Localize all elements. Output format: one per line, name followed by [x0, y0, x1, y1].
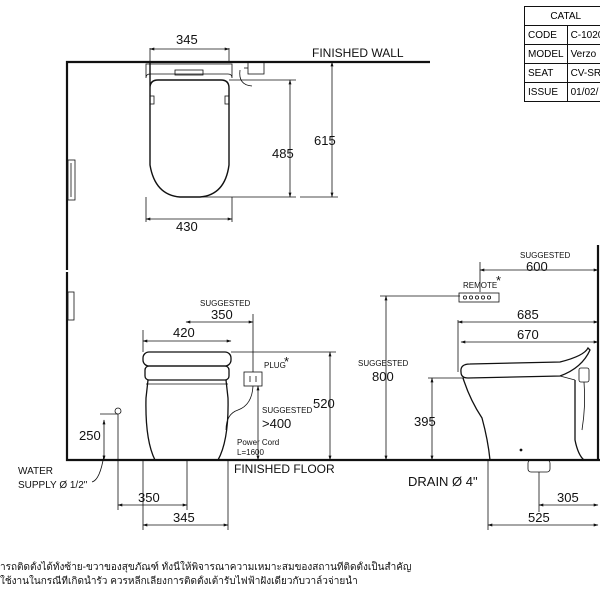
dim-670: 670: [517, 327, 539, 342]
dim-s800: 800: [372, 369, 394, 384]
title-value: Verzo: [566, 44, 600, 64]
seat-hinge: [174, 69, 204, 76]
title-key: SEAT: [524, 63, 568, 83]
title-key: CODE: [524, 25, 568, 45]
water-supply-label-1: WATER: [18, 466, 53, 477]
front-wall-line: [65, 272, 600, 462]
suggested-label-600: SUGGESTED: [520, 251, 570, 260]
water-supply-label-2: SUPPLY Ø 1/2": [18, 480, 88, 491]
dim-min400: >400: [262, 416, 291, 431]
side-valve: [578, 367, 590, 383]
toilet-side-outline: [460, 346, 591, 461]
water-supply-leader: [91, 454, 105, 483]
plug-icon: [225, 371, 263, 431]
water-valve-icon: [239, 61, 265, 87]
finished-wall-label: FINISHED WALL: [312, 46, 404, 60]
front-view: FINISHED FLOOR PLUG * Power Cord L=1600 …: [18, 272, 600, 530]
note-line: ารถติดตั้งได้ทั้งซ้าย-ขวาของสุขภัณฑ์ ทั้…: [0, 562, 412, 573]
toilet-top-outline: [149, 62, 230, 198]
toilet-front-outline: [142, 351, 232, 461]
title-key: ISSUE: [524, 82, 568, 102]
suggested-label-350: SUGGESTED: [200, 299, 250, 308]
side-view: REMOTE * SUGGESTED 600 685 670: [358, 245, 600, 530]
plug-asterisk: *: [284, 354, 289, 369]
power-cord-length: L=1600: [237, 448, 264, 457]
dim-b350: 350: [138, 490, 160, 505]
wall-handle-front-icon: [67, 291, 75, 321]
dim-s350: 350: [211, 307, 233, 322]
drain-label: DRAIN Ø 4": [408, 474, 478, 489]
dim-345-top: 345: [176, 32, 198, 47]
dim-525: 525: [528, 510, 550, 525]
remote-asterisk: *: [496, 273, 501, 288]
suggested-label-800: SUGGESTED: [358, 359, 408, 368]
dim-b345: 345: [173, 510, 195, 525]
dim-685: 685: [517, 307, 539, 322]
note-line: ใช้งานในกรณีที่เกิดน้ำรั่ว ควรหลีกเลี่ยง…: [0, 576, 358, 587]
title-block-heading: CATAL: [523, 6, 600, 26]
wall-handle-icon: [67, 159, 76, 201]
title-value: 01/02/: [566, 82, 600, 102]
side-button-left: [149, 95, 155, 105]
toilet-top-inner: [145, 63, 233, 79]
drain-icon: [527, 459, 551, 473]
dim-305: 305: [557, 490, 579, 505]
finished-floor-label: FINISHED FLOOR: [234, 462, 335, 476]
dim-520: 520: [313, 396, 335, 411]
dim-s600: 600: [526, 259, 548, 274]
side-button-right: [224, 95, 230, 105]
dim-430: 430: [176, 219, 198, 234]
plug-label: PLUG: [264, 361, 286, 370]
installation-notes: ารถติดตั้งได้ทั้งซ้าย-ขวาของสุขภัณฑ์ ทั้…: [0, 561, 600, 589]
top-view: FINISHED WALL 345 430 485: [65, 32, 430, 270]
title-value: CV-SR: [566, 63, 600, 83]
remote-icon: [458, 292, 500, 303]
dim-395: 395: [414, 414, 436, 429]
dim-485: 485: [272, 146, 294, 161]
dim-615: 615: [314, 133, 336, 148]
dim-420: 420: [173, 325, 195, 340]
dim-250: 250: [79, 428, 101, 443]
suggested-label-400: SUGGESTED: [262, 406, 312, 415]
finished-wall-line: [65, 60, 430, 270]
water-supply-icon: [114, 407, 122, 460]
title-value: C-1020: [566, 25, 600, 45]
title-key: MODEL: [524, 44, 568, 64]
